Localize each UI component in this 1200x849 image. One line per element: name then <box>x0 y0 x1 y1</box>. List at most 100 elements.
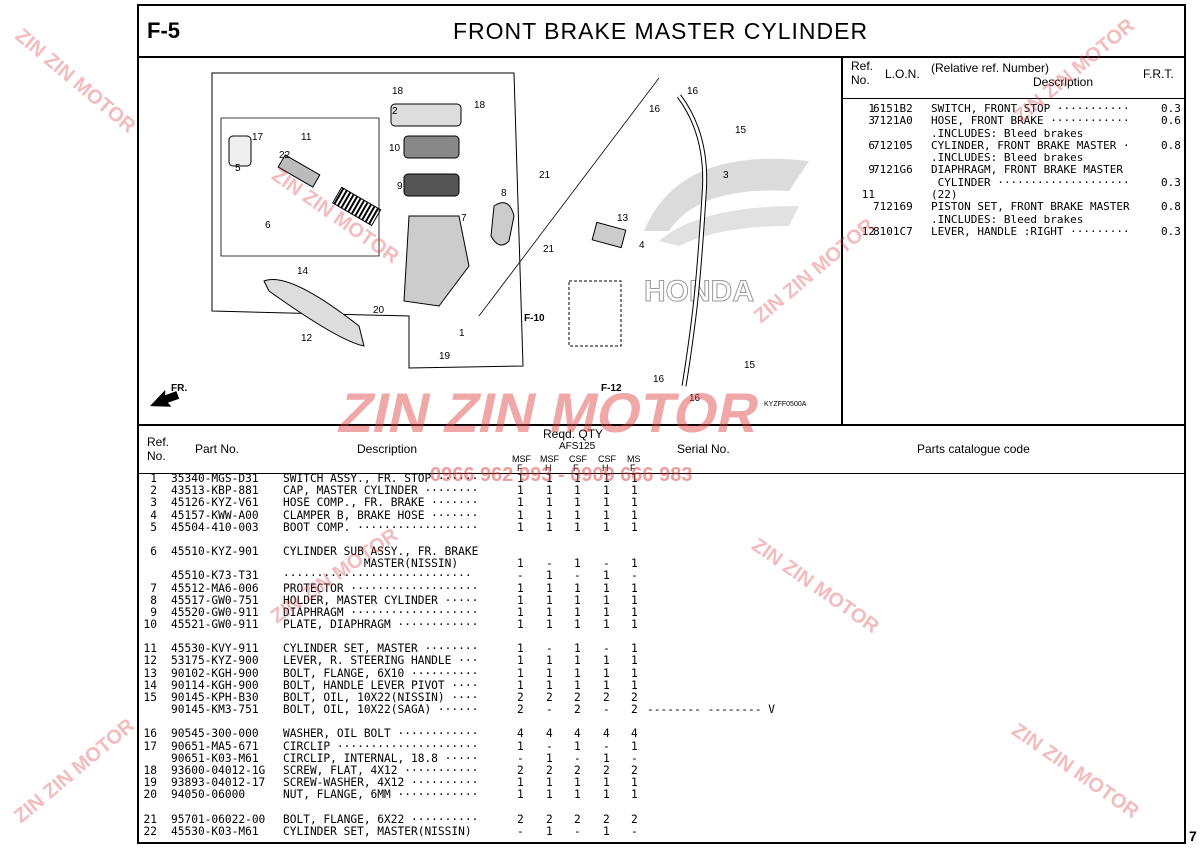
part-desc: HOSE COMP., FR. BRAKE ······· <box>283 496 479 510</box>
part-qty: 1 <box>603 605 610 619</box>
part-desc: CIRCLIP ····················· <box>283 739 479 753</box>
boot-part <box>228 135 252 167</box>
frt-desc: CYLINDER ···················· <box>931 175 1130 189</box>
honda-wing-logo <box>644 158 809 246</box>
frt-ref: 11 <box>861 188 875 202</box>
part-qty: 1 <box>603 508 610 522</box>
part-qty: 1 <box>546 678 553 692</box>
part-pn: 45520-GW0-911 <box>171 605 259 619</box>
callout: 21 <box>543 244 555 255</box>
part-desc: CYLINDER SET, MASTER ········ <box>283 642 479 656</box>
part-ref: 2 <box>150 484 157 498</box>
part-qty: 1 <box>631 618 638 632</box>
part-qty: 1 <box>631 484 638 498</box>
part-qty: 1 <box>574 508 581 522</box>
callout: 17 <box>252 132 264 143</box>
callout: 18 <box>392 86 404 97</box>
part-ref: 7 <box>150 581 157 595</box>
part-qty: 1 <box>603 776 610 790</box>
part-qty: 1 <box>574 739 581 753</box>
part-qty: 1 <box>574 788 581 802</box>
frt-desc: DIAPHRAGM, FRONT BRAKE MASTER <box>931 163 1124 177</box>
callout: 18 <box>474 100 486 111</box>
part-ref: 3 <box>150 496 157 510</box>
frt-lon-head: L.O.N. <box>885 67 920 81</box>
part-qty: 1 <box>546 472 553 485</box>
part-desc: SWITCH ASSY., FR. STOP ······ <box>283 472 479 485</box>
frt-lon: 7121G6 <box>873 163 913 177</box>
frt-row: 11(22) <box>843 188 1184 202</box>
frt-table: Ref. No. L.O.N. (Relative ref. Number) D… <box>843 56 1184 424</box>
part-ref: 22 <box>143 824 157 838</box>
part-qty: - <box>574 751 581 765</box>
part-desc: BOLT, FLANGE, 6X10 ·········· <box>283 666 479 680</box>
part-ref: 1 <box>150 472 157 485</box>
part-ref: 11 <box>143 642 157 656</box>
part-qty: 2 <box>546 763 553 777</box>
part-qty: 1 <box>574 496 581 510</box>
part-desc: MASTER(NISSIN) <box>283 557 459 571</box>
part-qty: 2 <box>631 763 638 777</box>
reqd-qty-head: Reqd. QTY <box>543 427 604 441</box>
row-gap <box>139 533 1184 545</box>
frt-desc: PISTON SET, FRONT BRAKE MASTER <box>931 200 1130 214</box>
col-head: F <box>517 463 523 473</box>
part-qty: 1 <box>631 496 638 510</box>
frt-frt: 0.3 <box>1161 224 1181 238</box>
callouts: 18 2 18 11 17 5 22 10 9 7 8 6 21 13 21 4… <box>171 86 807 408</box>
part-ref: 6 <box>150 544 157 558</box>
part-qty: 1 <box>517 557 524 571</box>
part-qty: - <box>517 751 524 765</box>
part-qty: 1 <box>574 642 581 656</box>
page-number: 7 <box>1189 828 1197 844</box>
callout: 5 <box>235 163 241 174</box>
frt-desc: .INCLUDES: Bleed brakes <box>931 151 1084 165</box>
part-qty: 1 <box>603 824 610 838</box>
frt-frt: 0.6 <box>1161 114 1181 128</box>
part-qty: 1 <box>631 581 638 595</box>
part-qty: - <box>517 569 524 583</box>
part-pn: 45521-GW0-911 <box>171 618 259 632</box>
col-head: MSF <box>540 454 559 464</box>
part-desc: CIRCLIP, INTERNAL, 18.8 ····· <box>283 751 479 765</box>
part-ref: 12 <box>143 654 157 668</box>
part-desc: DIAPHRAGM ··················· <box>283 605 479 619</box>
callout: 2 <box>392 106 398 117</box>
part-pn: 93600-04012-1G <box>171 763 266 777</box>
part-qty: 1 <box>546 654 553 668</box>
part-desc: SCREW-WASHER, 4X12 ·········· <box>283 776 479 790</box>
frt-lon: 6151B2 <box>873 102 913 115</box>
frt-ref: 12 <box>861 224 875 238</box>
frt-desc: LEVER, HANDLE :RIGHT ········· <box>931 224 1130 238</box>
part-qty: 1 <box>631 776 638 790</box>
part-qty: 1 <box>603 666 610 680</box>
part-qty: - <box>603 642 610 656</box>
clamper-part <box>591 221 627 249</box>
part-qty: 1 <box>603 484 610 498</box>
part-qty: - <box>546 739 553 753</box>
part-pn: 53175-KYZ-900 <box>171 654 259 668</box>
section-code: F-5 <box>147 18 180 43</box>
part-qty: 1 <box>574 581 581 595</box>
part-qty: 1 <box>603 678 610 692</box>
part-desc: BOLT, HANDLE LEVER PIVOT ···· <box>283 678 479 692</box>
part-ref: 14 <box>143 678 157 692</box>
part-qty: 1 <box>517 593 524 607</box>
part-qty: - <box>603 739 610 753</box>
part-qty: 1 <box>517 508 524 522</box>
part-pn: 45530-KVY-911 <box>171 642 259 656</box>
part-qty: 1 <box>574 654 581 668</box>
part-qty: 1 <box>631 520 638 534</box>
part-qty: - <box>603 557 610 571</box>
callout: 19 <box>439 351 451 362</box>
part-desc: BOOT COMP. ·················· <box>283 520 479 534</box>
part-pn: 90145-KPH-B30 <box>171 691 259 704</box>
part-qty: 2 <box>631 812 638 826</box>
part-qty: 1 <box>517 776 524 790</box>
